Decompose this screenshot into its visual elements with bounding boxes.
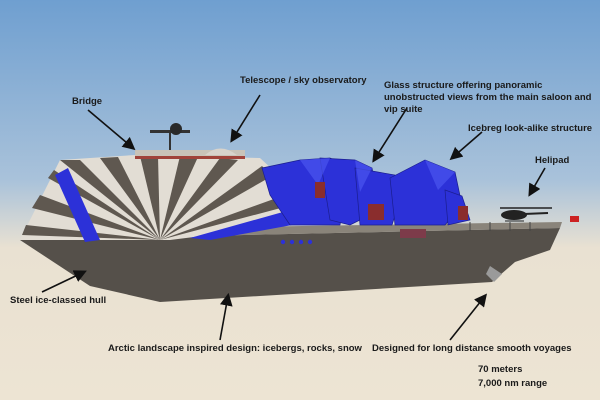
camo-blue-panel bbox=[55, 168, 100, 242]
hull-vent bbox=[400, 229, 426, 238]
label-hull: Steel ice-classed hull bbox=[10, 295, 107, 306]
arrow-hull bbox=[41, 270, 87, 293]
spec-range: 7,000 nm range bbox=[478, 378, 548, 389]
helicopter-icon bbox=[500, 207, 552, 222]
telescope-dome bbox=[205, 148, 237, 155]
mast-radar bbox=[150, 130, 190, 133]
arrow-telescope bbox=[230, 94, 261, 143]
arrow-helipad bbox=[528, 167, 546, 197]
stern-stanchions bbox=[469, 222, 531, 231]
glass-facets bbox=[300, 158, 455, 192]
arrow-bridge bbox=[87, 109, 136, 151]
label-glass-structure: Glass structure offering panoramic unobs… bbox=[384, 80, 592, 115]
bridge-window-strip bbox=[135, 156, 245, 159]
label-telescope: Telescope / sky observatory bbox=[240, 75, 367, 86]
label-design: Arctic landscape inspired design: iceber… bbox=[108, 343, 362, 354]
arrow-glass bbox=[372, 107, 408, 163]
hull bbox=[20, 228, 560, 302]
suite-door bbox=[368, 204, 384, 220]
arrow-iceberg bbox=[449, 131, 483, 161]
propeller bbox=[486, 266, 502, 282]
mast-dome bbox=[170, 123, 182, 135]
pointer-arrows bbox=[41, 94, 546, 341]
arrow-voyages bbox=[449, 293, 487, 341]
bridge-roof bbox=[135, 150, 245, 158]
label-bridge: Bridge bbox=[72, 96, 103, 107]
spec-length: 70 meters bbox=[478, 364, 523, 375]
flag bbox=[570, 216, 579, 222]
arrow-design bbox=[219, 292, 233, 341]
label-helipad: Helipad bbox=[535, 155, 570, 166]
label-iceberg-structure: Icebreg look-alike structure bbox=[468, 123, 593, 134]
saloon-door bbox=[315, 182, 325, 198]
portholes bbox=[280, 239, 313, 245]
label-voyages: Designed for long distance smooth voyage… bbox=[372, 343, 572, 354]
camo-blue-panel bbox=[190, 210, 292, 240]
stern-door bbox=[458, 206, 468, 220]
